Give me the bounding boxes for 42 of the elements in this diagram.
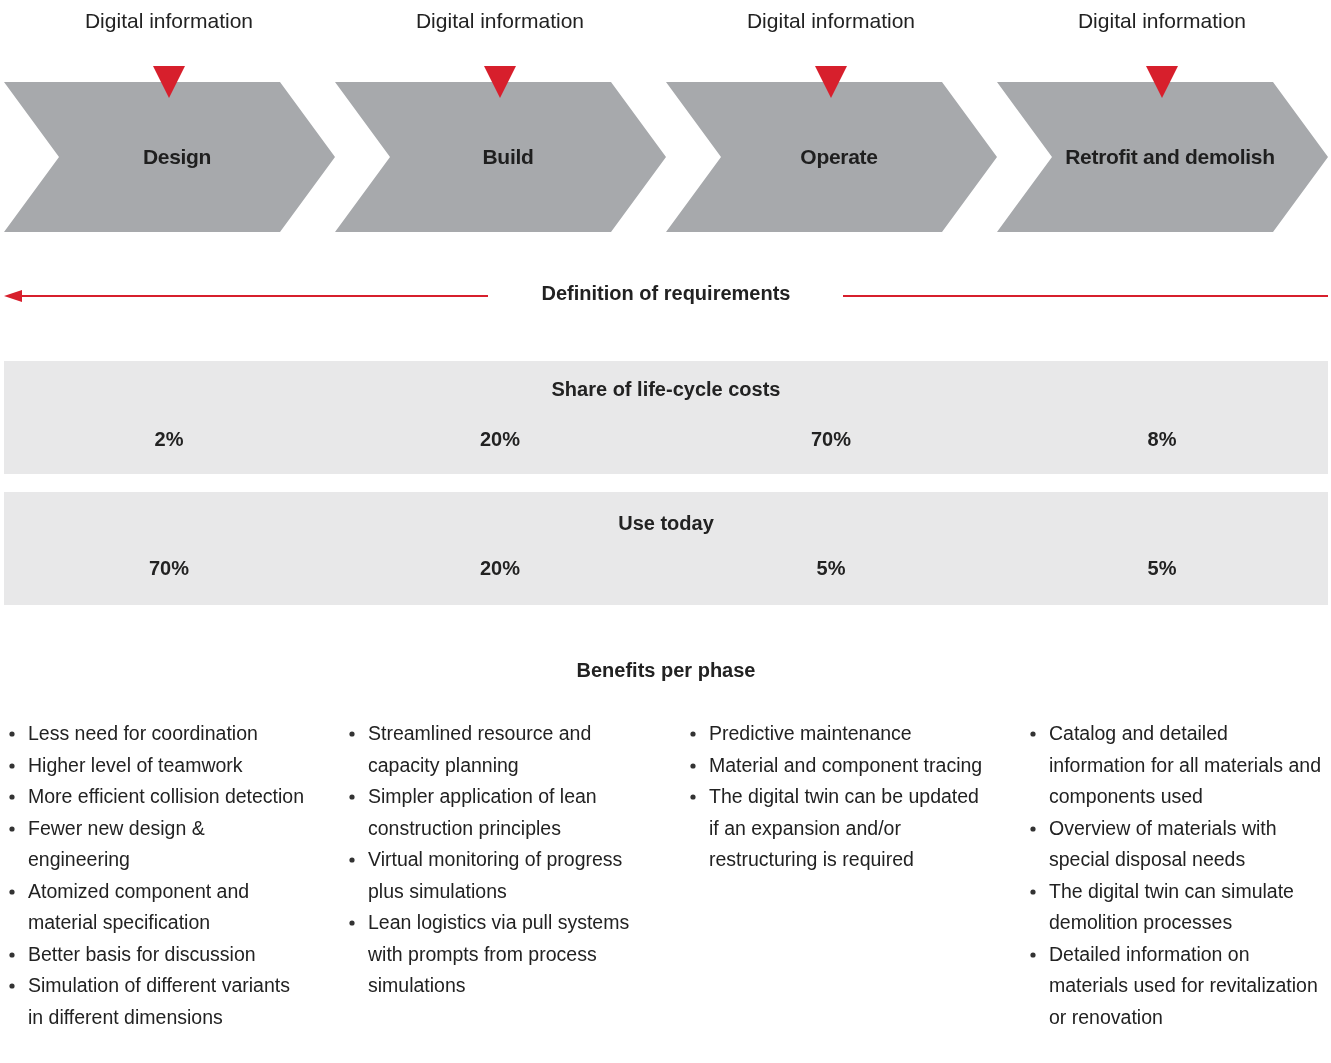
bullet-item: Simpler application of lean construction principles — [368, 785, 597, 839]
percent-value: 70% — [148, 557, 190, 580]
percent-value: 5% — [815, 557, 847, 580]
phase-label: Retrofit and demolish — [1064, 144, 1276, 170]
bullet-item: Lean logistics via pull systems with prompts from process simulations — [368, 911, 630, 996]
phase-label: Operate — [799, 144, 879, 170]
bullet-item: Atomized component and material specification — [28, 879, 250, 933]
bullet-item: Streamlined resource and capacity planning — [368, 722, 592, 776]
bullet-item: More efficient collision detection — [28, 785, 305, 807]
process-step — [335, 82, 666, 232]
percent-value: 8% — [1146, 428, 1178, 451]
info-label: Digital information — [350, 9, 650, 33]
info-label: Digital information — [1012, 9, 1312, 33]
bullet-item: Predictive maintenance — [709, 722, 912, 744]
bullet-item: Simulation of different variants in different dimensions — [28, 974, 290, 1028]
info-label: Digital information — [19, 9, 319, 33]
info-label: Digital information — [681, 9, 981, 33]
bullet-item: Fewer new design & engineering — [28, 816, 205, 870]
bullet-item: Material and component tracing — [709, 753, 983, 776]
bullet-item: Catalog and detailed information for all materials and components used — [1049, 722, 1322, 807]
percent-value: 20% — [479, 557, 521, 580]
bullet-item: Better basis for discussion — [28, 942, 256, 965]
bullet-item: The digital twin can be updated if an expansion and/or restructuring is required — [709, 785, 979, 870]
bullet-item: Detailed information on materials used for revitalization or renovation — [1049, 942, 1318, 1028]
phase-label: Build — [481, 144, 535, 170]
bullet-item: Higher level of teamwork — [28, 753, 243, 776]
bullet-item: Overview of materials with special disposal needs — [1049, 816, 1277, 870]
section-heading: Definition of requirements — [540, 282, 792, 305]
percent-value: 70% — [810, 428, 852, 451]
percent-value: 5% — [1146, 557, 1178, 580]
section-heading: Benefits per phase — [575, 659, 757, 682]
bullet-item: Virtual monitoring of progress plus simulations — [368, 848, 623, 902]
percent-value: 20% — [479, 428, 521, 451]
percent-value: 2% — [153, 428, 185, 451]
phase-label: Design — [141, 144, 213, 170]
band-heading: Share of life-cycle costs — [550, 378, 782, 401]
process-step — [997, 82, 1328, 232]
process-step — [666, 82, 997, 232]
band-heading: Use today — [617, 512, 715, 535]
bullet-item: The digital twin can simulate demolition processes — [1049, 879, 1294, 933]
bullet-item: Less need for coordination — [28, 722, 258, 744]
process-step — [4, 82, 335, 232]
